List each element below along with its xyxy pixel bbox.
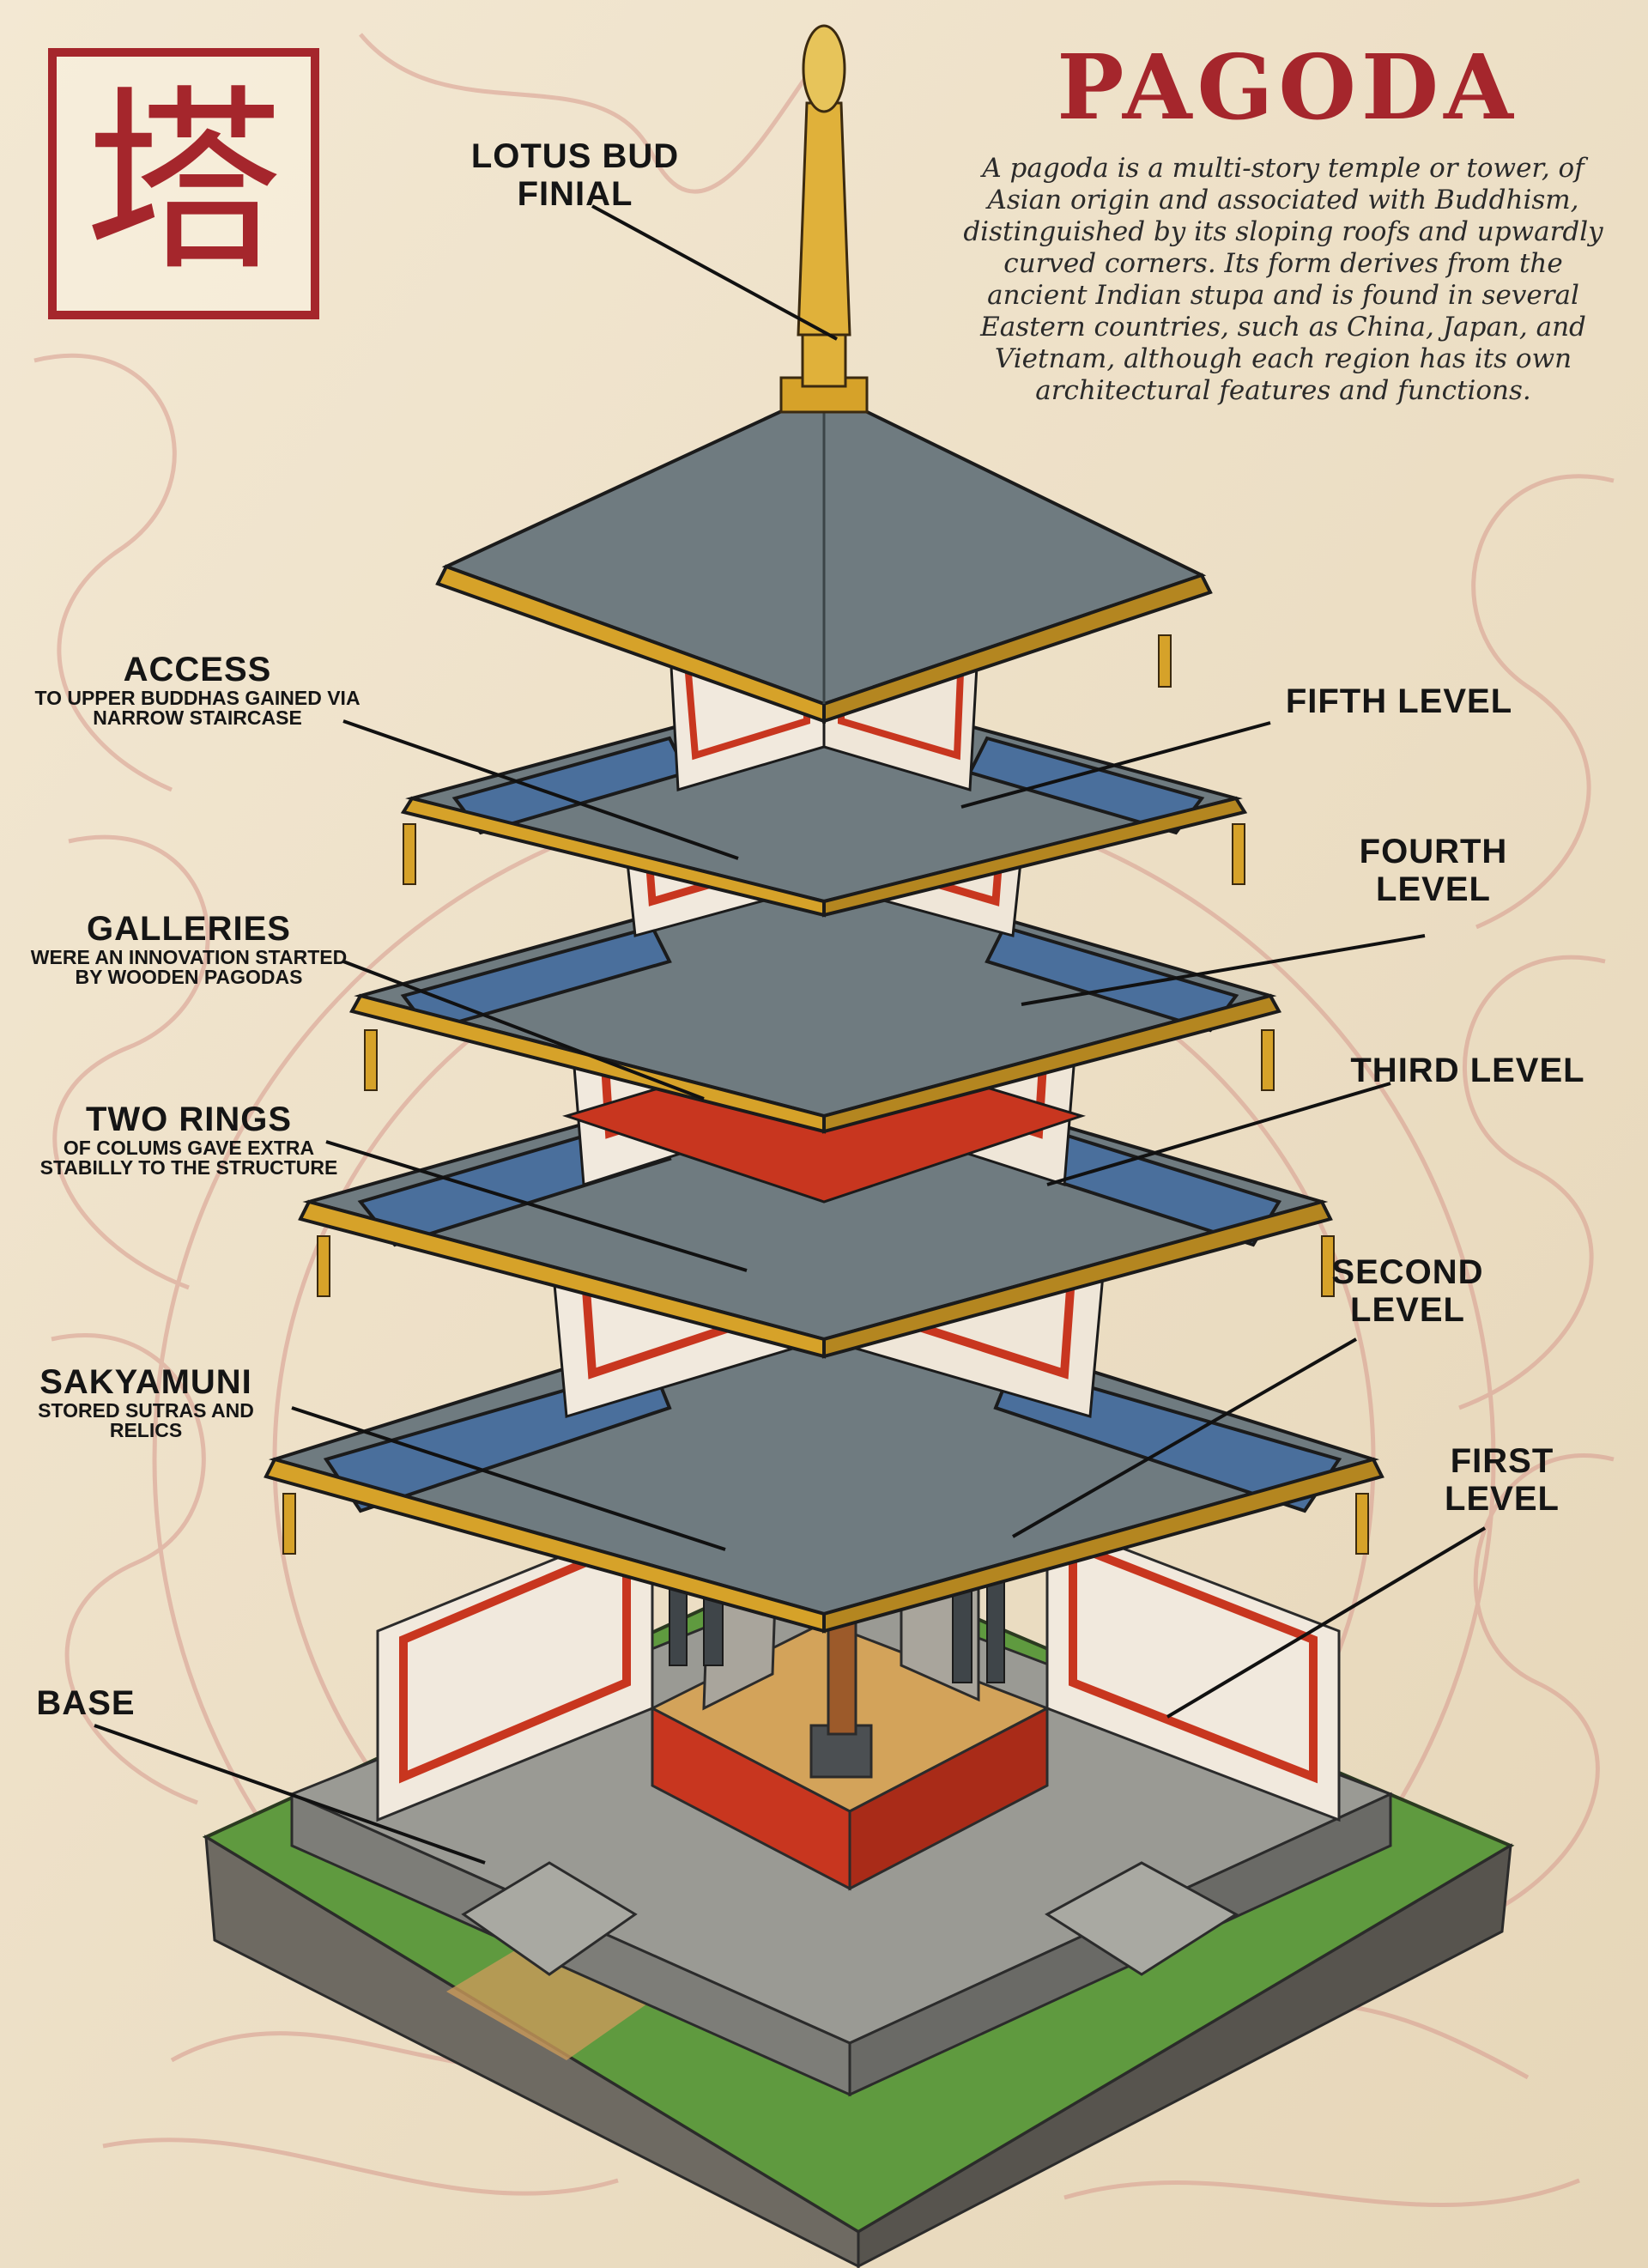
page-title: PAGODA — [1057, 34, 1518, 140]
label-sakyamuni-sub: STORED SUTRAS AND RELICS — [38, 1399, 254, 1441]
seal-stamp: 塔 — [48, 48, 319, 319]
roof-first — [264, 1285, 1384, 1634]
label-fourth-level: FOURTH LEVEL — [1359, 833, 1508, 908]
roof-fourth — [400, 684, 1248, 918]
label-base: BASE — [36, 1684, 136, 1722]
label-two-rings-title: TWO RINGS — [85, 1101, 293, 1138]
label-two-rings-sub: OF COLUMS GAVE EXTRA STABILLY TO THE STR… — [39, 1137, 338, 1179]
label-two-rings: TWO RINGS OF COLUMS GAVE EXTRA STABILLY … — [26, 1101, 352, 1178]
label-galleries-title: GALLERIES — [87, 910, 291, 948]
seal-character: 塔 — [84, 69, 282, 298]
label-access: ACCESS TO UPPER BUDDHAS GAINED VIA NARRO… — [34, 651, 360, 728]
label-lotus-bud-finial: LOTUS BUD FINIAL — [470, 137, 680, 213]
label-access-title: ACCESS — [123, 651, 272, 688]
roof-top — [435, 402, 1213, 724]
label-fifth-level: FIFTH LEVEL — [1285, 682, 1513, 720]
label-third-level: THIRD LEVEL — [1350, 1052, 1585, 1089]
label-sakyamuni-title: SAKYAMUNI — [39, 1363, 252, 1401]
label-galleries: GALLERIES WERE AN INNOVATION STARTED BY … — [26, 910, 352, 987]
description-text: A pagoda is a multi-story temple or towe… — [963, 153, 1603, 406]
label-sakyamuni: SAKYAMUNI STORED SUTRAS AND RELICS — [9, 1363, 283, 1440]
label-galleries-sub: WERE AN INNOVATION STARTED BY WOODEN PAG… — [30, 946, 348, 988]
finial — [779, 24, 869, 414]
leader-lines — [94, 204, 1487, 1865]
label-first-level: FIRST LEVEL — [1445, 1442, 1560, 1518]
tassels — [282, 634, 1369, 1555]
label-second-level: SECOND LEVEL — [1331, 1253, 1484, 1329]
label-access-sub: TO UPPER BUDDHAS GAINED VIA NARROW STAIR… — [34, 687, 360, 729]
